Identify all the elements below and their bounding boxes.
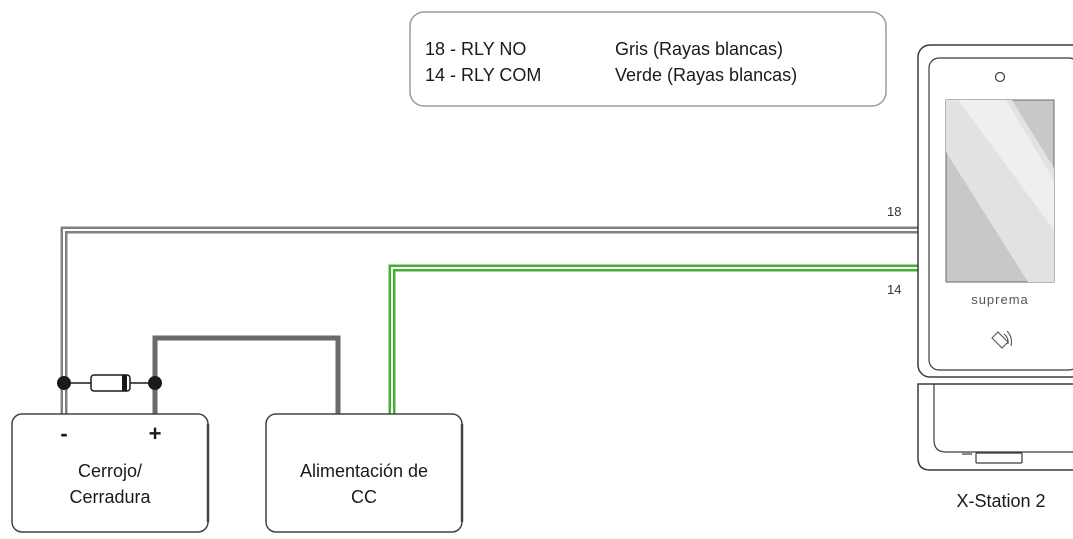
x-station-device: suprema X-Station 2 xyxy=(917,44,1073,511)
legend-pin-14: 14 - RLY COM xyxy=(425,65,541,85)
device-brand: suprema xyxy=(971,292,1029,307)
wire-legend: 18 - RLY NO Gris (Rayas blancas) 14 - RL… xyxy=(409,11,887,107)
diode-node-plus xyxy=(148,376,162,390)
diode-band xyxy=(122,375,127,391)
wire-14-stripe xyxy=(391,267,918,414)
wire-18-stripe xyxy=(63,229,918,414)
nfc-icon xyxy=(991,330,1013,349)
power-supply-box: Alimentación de CC xyxy=(265,413,464,533)
device-name: X-Station 2 xyxy=(956,491,1045,511)
legend-color-14: Verde (Rayas blancas) xyxy=(615,65,797,85)
camera-icon xyxy=(994,71,1006,83)
diode-body xyxy=(90,374,131,392)
lock-minus-terminal: - xyxy=(60,421,67,446)
pin-label-14: 14 xyxy=(887,282,901,297)
lock-label-line2: Cerradura xyxy=(69,487,151,507)
power-label-line1: Alimentación de xyxy=(300,461,428,481)
device-base xyxy=(917,383,1073,471)
lock-label-line1: Cerrojo/ xyxy=(78,461,142,481)
lock-box: - + Cerrojo/ Cerradura xyxy=(11,413,210,533)
legend-frame xyxy=(409,11,887,107)
lock-plus-terminal: + xyxy=(149,421,162,446)
wire-14-outer xyxy=(388,264,918,414)
pin-label-18: 18 xyxy=(887,204,901,219)
diode-node-minus xyxy=(57,376,71,390)
card-slot xyxy=(975,452,1023,464)
power-label-line2: CC xyxy=(351,487,377,507)
screen-glare-light xyxy=(958,100,1054,230)
legend-pin-18: 18 - RLY NO xyxy=(425,39,526,59)
wire-power-to-lock xyxy=(152,335,341,414)
device-base-inner xyxy=(933,384,1073,453)
legend-color-18: Gris (Rayas blancas) xyxy=(615,39,783,59)
diode xyxy=(57,374,162,392)
wire-18-gray xyxy=(60,226,918,414)
wire-14-green xyxy=(388,264,918,414)
wire-18-outer xyxy=(60,226,918,414)
